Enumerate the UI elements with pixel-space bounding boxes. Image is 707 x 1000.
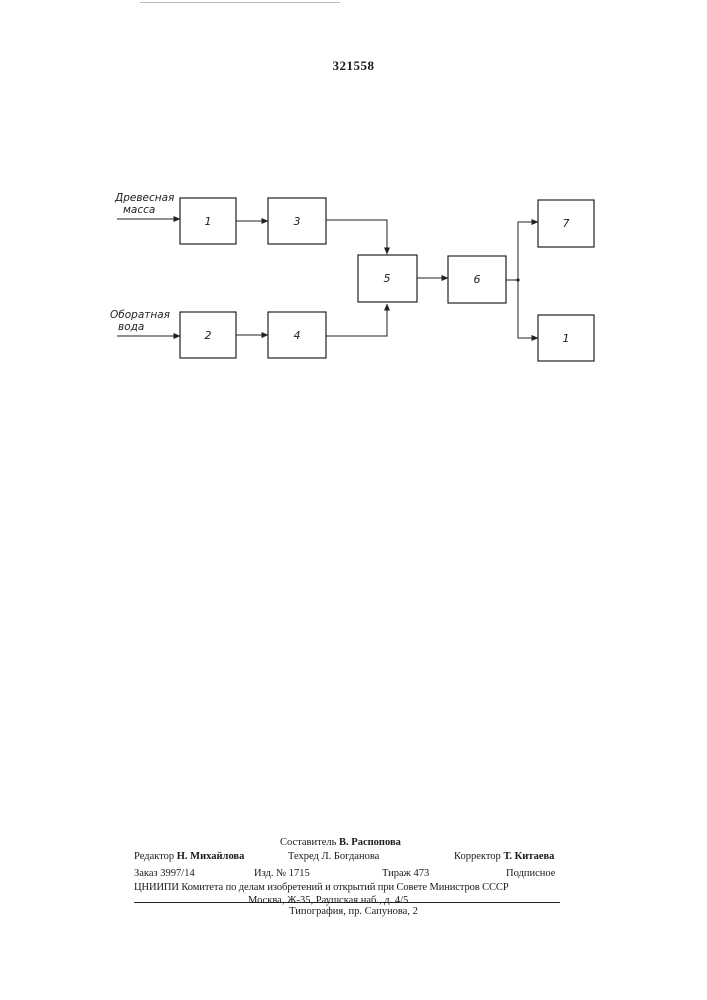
institute: ЦНИИПИ Комитета по делам изобретений и о… — [134, 881, 509, 895]
footer-rule — [134, 902, 560, 903]
block-8: 1 — [538, 315, 594, 361]
block-5-label: 5 — [384, 272, 391, 285]
subscription: Подписное — [506, 867, 555, 881]
block-8-label: 1 — [563, 332, 570, 345]
editor-name: Н. Михайлова — [177, 851, 245, 862]
block-7: 7 — [538, 200, 594, 247]
arrow-6-to-8 — [518, 280, 538, 338]
compiler-label: Составитель — [280, 837, 336, 848]
block-1: 1 — [180, 198, 236, 244]
circulation: Тираж 473 — [382, 867, 429, 881]
printing-house: Типография, пр. Сапунова, 2 — [0, 906, 707, 917]
block-6: 6 — [448, 256, 506, 303]
block-2: 2 — [180, 312, 236, 358]
arrow-4-to-5 — [326, 304, 387, 336]
block-3-label: 3 — [294, 215, 301, 228]
compiler-name: В. Распопова — [339, 837, 401, 848]
input-label-wood-pulp-line2: масса — [123, 204, 155, 216]
block-2-label: 2 — [205, 329, 212, 342]
block-7-label: 7 — [563, 217, 570, 230]
editor-label: Редактор — [134, 851, 174, 862]
techred-name: Л. Богданова — [322, 851, 380, 862]
input-label-water-line2: вода — [118, 321, 144, 333]
block-3: 3 — [268, 198, 326, 244]
input-label-water-line1: Оборатная — [110, 309, 170, 321]
input-label-wood-pulp-line1: Древесная — [114, 192, 174, 204]
imprint-row-staff: Редактор Н. Михайлова Техред Л. Богданов… — [134, 850, 560, 864]
block-1-label: 1 — [205, 215, 212, 228]
block-5: 5 — [358, 255, 417, 302]
arrow-6-to-7 — [518, 222, 538, 280]
imprint-row-order: Заказ 3997/14 Изд. № 1715 Тираж 473 Подп… — [134, 867, 560, 881]
block-4: 4 — [268, 312, 326, 358]
arrow-3-to-5 — [326, 220, 387, 254]
imprint-row-institute: ЦНИИПИ Комитета по делам изобретений и о… — [134, 881, 560, 895]
edition-number: Изд. № 1715 — [254, 867, 310, 881]
order-number: Заказ 3997/14 — [134, 867, 195, 881]
imprint-block: Составитель В. Распопова Редактор Н. Мих… — [134, 836, 560, 908]
imprint-row-compiler: Составитель В. Распопова — [134, 836, 560, 850]
block-4-label: 4 — [294, 329, 301, 342]
corrector-name: Т. Китаева — [503, 851, 554, 862]
techred-label: Техред — [288, 851, 319, 862]
block-6-label: 6 — [474, 273, 481, 286]
corrector-label: Корректор — [454, 851, 501, 862]
